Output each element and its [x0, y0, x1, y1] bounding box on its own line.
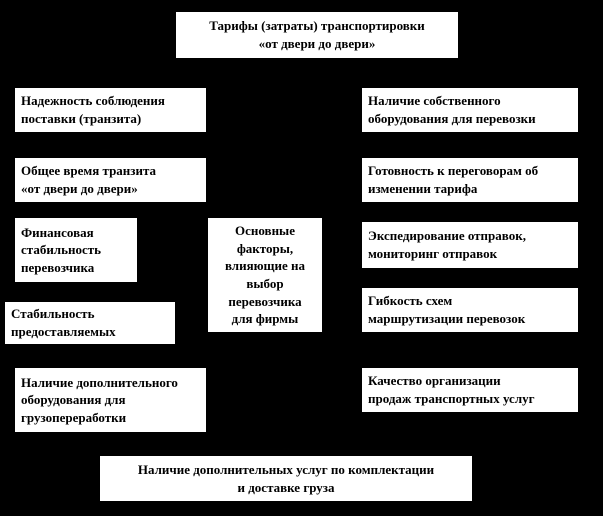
- node-extra-services: Наличие дополнительных услуг по комплект…: [100, 456, 472, 501]
- node-financial-stability: Финансовая стабильность перевозчика: [15, 218, 137, 282]
- node-routing-flexibility: Гибкость схем маршрутизации перевозок: [362, 288, 578, 332]
- node-transit-time: Общее время транзита «от двери до двери»: [15, 158, 206, 202]
- node-tariff-negotiation: Готовность к переговорам об изменении та…: [362, 158, 578, 202]
- node-sales-quality: Качество организации продаж транспортных…: [362, 368, 578, 412]
- node-main-factors: Основные факторы, влияющие на выбор пере…: [208, 218, 322, 332]
- node-service-stability: Стабильность предоставляемых: [5, 302, 175, 344]
- node-delivery-reliability: Надежность соблюдения поставки (транзита…: [15, 88, 206, 132]
- node-tariffs: Тарифы (затраты) транспортировки «от две…: [176, 12, 458, 58]
- node-forwarding-monitoring: Экспедирование отправок, мониторинг отпр…: [362, 222, 578, 268]
- node-cargo-handling-equipment: Наличие дополнительного оборудования для…: [15, 368, 206, 432]
- node-own-equipment: Наличие собственного оборудования для пе…: [362, 88, 578, 132]
